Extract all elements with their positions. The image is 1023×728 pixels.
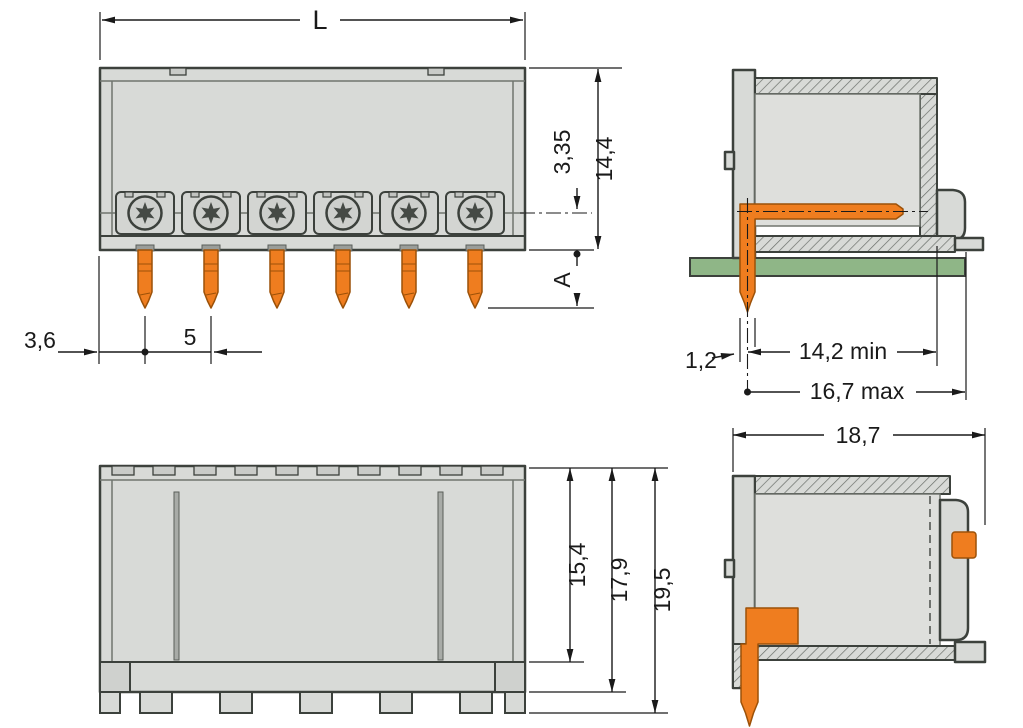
dim-terminal-offset-label: 3,35 bbox=[549, 130, 575, 175]
dim-depth-max-label: 16,7 max bbox=[810, 378, 905, 404]
terminal-contact bbox=[444, 190, 506, 236]
solder-pin bbox=[201, 244, 221, 309]
terminal-contact bbox=[378, 190, 440, 236]
terminal-contact bbox=[180, 190, 242, 236]
side-top-dimensions: 1,2 14,2 min 16,7 max bbox=[685, 246, 967, 404]
dim-pitch-label: 5 bbox=[184, 324, 197, 350]
side-view-top bbox=[689, 68, 985, 398]
rear-view bbox=[98, 464, 527, 714]
dim-inner-height-label: 15,4 bbox=[564, 542, 590, 587]
front-view bbox=[98, 66, 592, 309]
dim-mid-height-label: 17,9 bbox=[606, 558, 632, 603]
front-dimensions: L 3,35 14,4 A 3,6 5 bbox=[24, 5, 622, 364]
terminal-contact bbox=[114, 190, 176, 236]
terminal-contact bbox=[312, 190, 374, 236]
pcb-board bbox=[689, 257, 966, 277]
terminal-contact bbox=[246, 190, 308, 236]
solder-pin bbox=[399, 244, 419, 309]
dim-edge-offset-label: 3,6 bbox=[24, 327, 56, 353]
dim-length-label: L bbox=[312, 5, 327, 35]
dim-depth-min-label: 14,2 min bbox=[799, 338, 887, 364]
locking-latch bbox=[951, 531, 977, 559]
dim-height-label: 14,4 bbox=[591, 136, 617, 181]
dim-pin-thickness-label: 1,2 bbox=[685, 347, 717, 373]
solder-pin bbox=[333, 244, 353, 309]
bent-solder-pin bbox=[739, 203, 904, 313]
rear-dimensions: 15,4 17,9 19,5 bbox=[529, 467, 675, 714]
bent-solder-pin bbox=[740, 607, 799, 727]
solder-pin bbox=[267, 244, 287, 309]
side-view-bottom: 18,7 bbox=[723, 422, 987, 727]
dim-pin-length-label: A bbox=[549, 272, 575, 288]
dim-total-height-label: 19,5 bbox=[649, 568, 675, 613]
dim-overall-depth-label: 18,7 bbox=[836, 422, 881, 448]
solder-pin bbox=[465, 244, 485, 309]
solder-pin bbox=[135, 244, 155, 309]
rear-housing bbox=[98, 464, 527, 694]
